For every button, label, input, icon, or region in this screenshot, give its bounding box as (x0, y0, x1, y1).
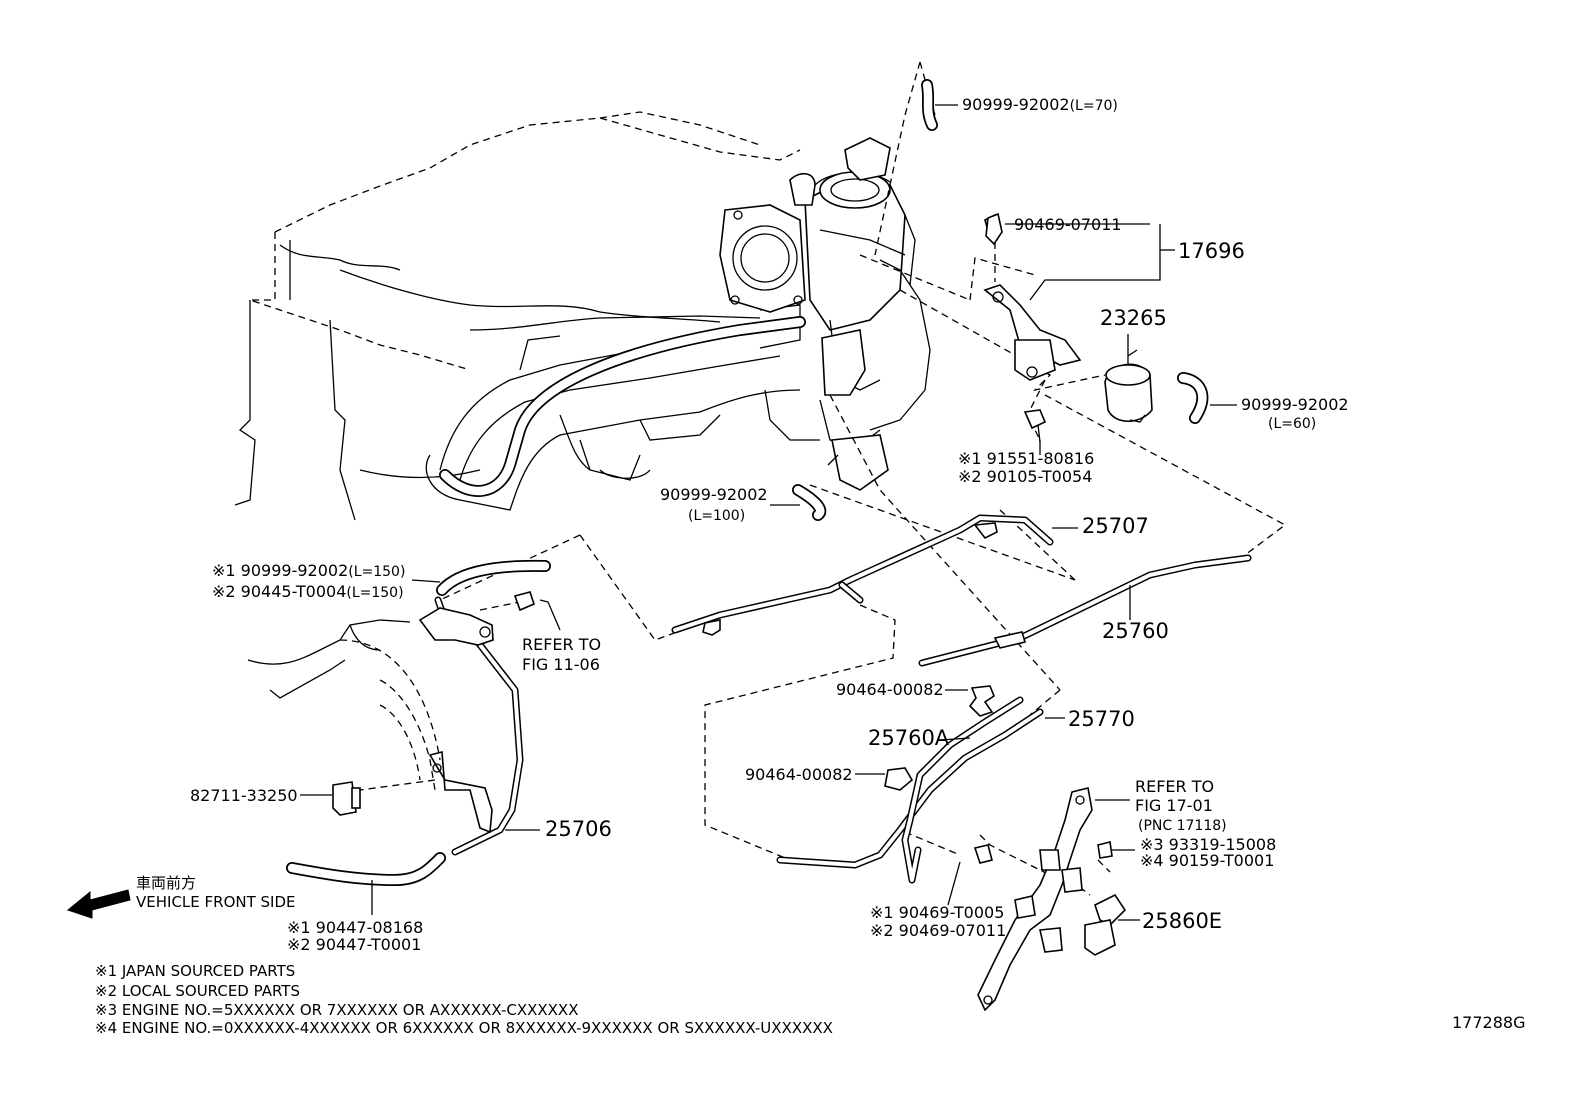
note-2: ※2 LOCAL SOURCED PARTS (95, 982, 300, 1000)
note-1: ※1 JAPAN SOURCED PARTS (95, 962, 295, 980)
figure-id: 177288G (1452, 1013, 1525, 1032)
pipe-25707 (671, 514, 1054, 636)
label-490159: ※4 90159-T0001 (1140, 851, 1274, 870)
clamp-90469-t0005 (973, 844, 993, 864)
pipe-25706 (418, 596, 524, 856)
label-90999-l60-length: (L=60) (1268, 416, 1316, 432)
label-refer-17-01-line3: (PNC 17118) (1138, 818, 1227, 834)
bolt-91551 (1023, 409, 1047, 443)
hose-l100 (792, 484, 827, 521)
label-82711: 82711-33250 (190, 786, 298, 805)
label-90999-l60: 90999-92002 (1241, 395, 1349, 414)
label-90999-l100: 90999-92002 (660, 485, 768, 504)
clip-90464-a (968, 685, 995, 717)
engine-block-outline (234, 111, 801, 521)
hose-l60 (1177, 372, 1209, 424)
connector-82711 (332, 781, 361, 816)
label-90445-l150: ※2 90445-T0004(L=150) (212, 582, 404, 601)
label-25860e: 25860E (1142, 909, 1222, 933)
label-90469-t0005: ※1 90469-T0005 (870, 903, 1004, 922)
intake-manifold (425, 304, 801, 511)
label-refer-17-01-line1: REFER TO (1135, 777, 1214, 796)
label-25706: 25706 (545, 817, 612, 841)
label-90105: ※2 90105-T0054 (958, 467, 1092, 486)
throttle-body (719, 137, 931, 491)
label-90469-07011b: ※2 90469-07011 (870, 921, 1006, 940)
label-direction-jp: 車両前方 (136, 874, 196, 892)
label-90999-l70: 90999-92002(L=70) (962, 95, 1118, 114)
label-17696: 17696 (1178, 239, 1245, 263)
note-4: ※4 ENGINE NO.=0XXXXXX-4XXXXXX OR 6XXXXXX… (95, 1019, 833, 1037)
pipe-25770-25760a (776, 696, 1044, 884)
hose-l150 (436, 559, 551, 596)
label-90447-08168: ※1 90447-08168 (287, 918, 423, 937)
pipe-25760 (918, 554, 1252, 667)
label-25770: 25770 (1068, 707, 1135, 731)
label-refer-11-06-line1: REFER TO (522, 635, 601, 654)
label-23265: 23265 (1100, 306, 1167, 330)
hose-90447 (286, 852, 446, 887)
clip-90464-b (884, 767, 914, 791)
label-refer-17-01-line2: FIG 17-01 (1135, 796, 1213, 815)
vehicle-front-arrow-icon (66, 889, 131, 919)
label-90469-07011: 90469-07011 (1014, 215, 1122, 234)
label-91551: ※1 91551-80816 (958, 449, 1094, 468)
label-393319: ※3 93319-15008 (1140, 835, 1276, 854)
label-refer-11-06-line2: FIG 11-06 (522, 655, 600, 674)
label-90464-b: 90464-00082 (745, 765, 853, 784)
label-direction-en: VEHICLE FRONT SIDE (136, 893, 296, 911)
label-90999-l100-length: (L=100) (688, 508, 745, 524)
clip-90469-07011 (985, 212, 1003, 246)
label-90999-l150: ※1 90999-92002(L=150) (212, 561, 405, 580)
lower-engine-outline (247, 619, 441, 791)
sensor-25860e (1084, 841, 1127, 956)
leader-lines (300, 104, 1237, 921)
intake-hose (439, 316, 806, 497)
hose-l70 (921, 79, 938, 131)
note-3: ※3 ENGINE NO.=5XXXXXX OR 7XXXXXX OR AXXX… (95, 1001, 579, 1019)
bolt-fig-11-06 (513, 591, 535, 612)
label-25760a: 25760A (868, 726, 950, 750)
label-25760: 25760 (1102, 619, 1169, 643)
bracket-17-01 (977, 787, 1093, 1012)
label-25707: 25707 (1082, 514, 1149, 538)
label-90464-a: 90464-00082 (836, 680, 944, 699)
label-90447-t0001: ※2 90447-T0001 (287, 935, 421, 954)
